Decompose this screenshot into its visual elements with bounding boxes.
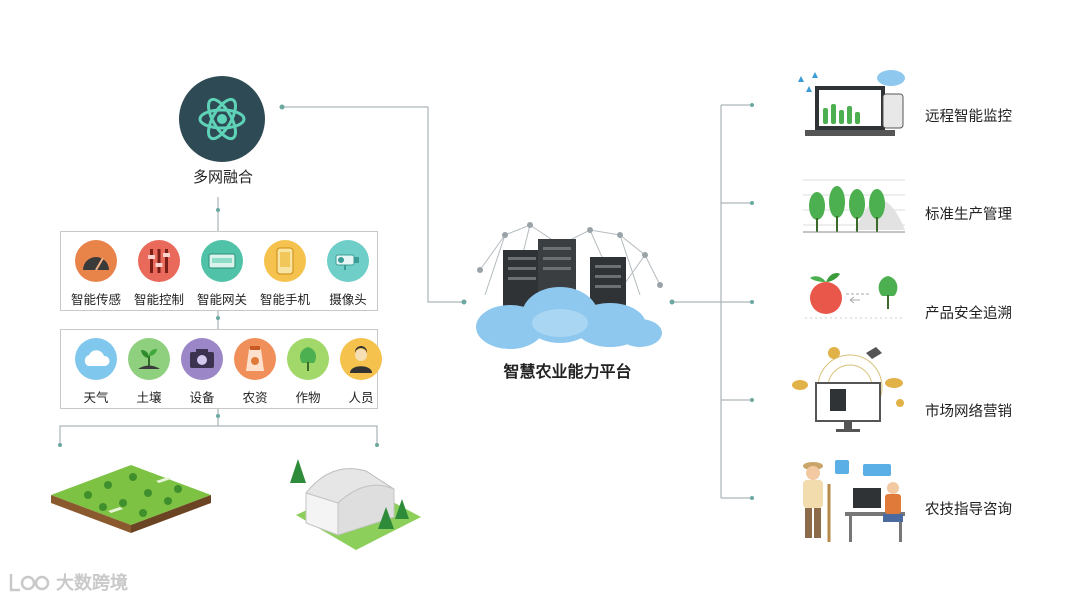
production-chart-icon [795, 170, 910, 244]
slider-control-icon [138, 240, 180, 282]
resource-item-weather: 天气 [66, 338, 126, 406]
fertilizer-bag-icon [234, 338, 276, 380]
person-icon [340, 338, 382, 380]
resource-item-soil: 土壤 [119, 338, 179, 406]
consultation-icon [795, 456, 915, 550]
service-label-consultation: 农技指导咨询 [925, 502, 1012, 518]
device-item-camera: 摄像头 [318, 240, 378, 308]
watermark: 大数跨境 [8, 569, 128, 595]
platform-label: 智慧农业能力平台 [503, 362, 632, 381]
resource-item-crop: 作物 [278, 338, 338, 406]
watermark-logo-icon [9, 574, 50, 592]
marketing-icon [790, 345, 910, 439]
device-item-control: 智能控制 [129, 240, 189, 308]
hub-atom-icon [179, 76, 265, 162]
resource-item-personnel: 人员 [331, 338, 391, 406]
service-label-production: 标准生产管理 [925, 207, 1012, 223]
greenhouse-icon [286, 455, 426, 559]
resource-panel: 天气 土壤 设备 农资 作物 人员 [60, 329, 382, 409]
traceability-icon [800, 264, 910, 328]
cloud-server-icon [470, 215, 670, 359]
hub-label: 多网融合 [192, 168, 253, 186]
device-item-phone: 智能手机 [255, 240, 315, 308]
phone-icon [264, 240, 306, 282]
service-label-traceability: 产品安全追溯 [925, 306, 1012, 322]
service-label-monitoring: 远程智能监控 [925, 109, 1012, 125]
remote-monitor-icon [795, 68, 910, 147]
tree-icon [287, 338, 329, 380]
farm-field-icon [48, 455, 214, 539]
device-item-sensor: 智能传感 [66, 240, 126, 308]
resource-item-supplies: 农资 [225, 338, 285, 406]
device-item-gateway: 智能网关 [192, 240, 252, 308]
sprout-icon [128, 338, 170, 380]
cloud-icon [75, 338, 117, 380]
gauge-icon [75, 240, 117, 282]
camera-icon [327, 240, 369, 282]
device-icon [181, 338, 223, 380]
device-panel: 智能传感 智能控制 智能网关 智能手机 摄像头 [60, 231, 378, 311]
service-label-marketing: 市场网络营销 [925, 404, 1012, 420]
resource-item-equipment: 设备 [172, 338, 232, 406]
watermark-text: 大数跨境 [56, 573, 128, 594]
gateway-icon [201, 240, 243, 282]
